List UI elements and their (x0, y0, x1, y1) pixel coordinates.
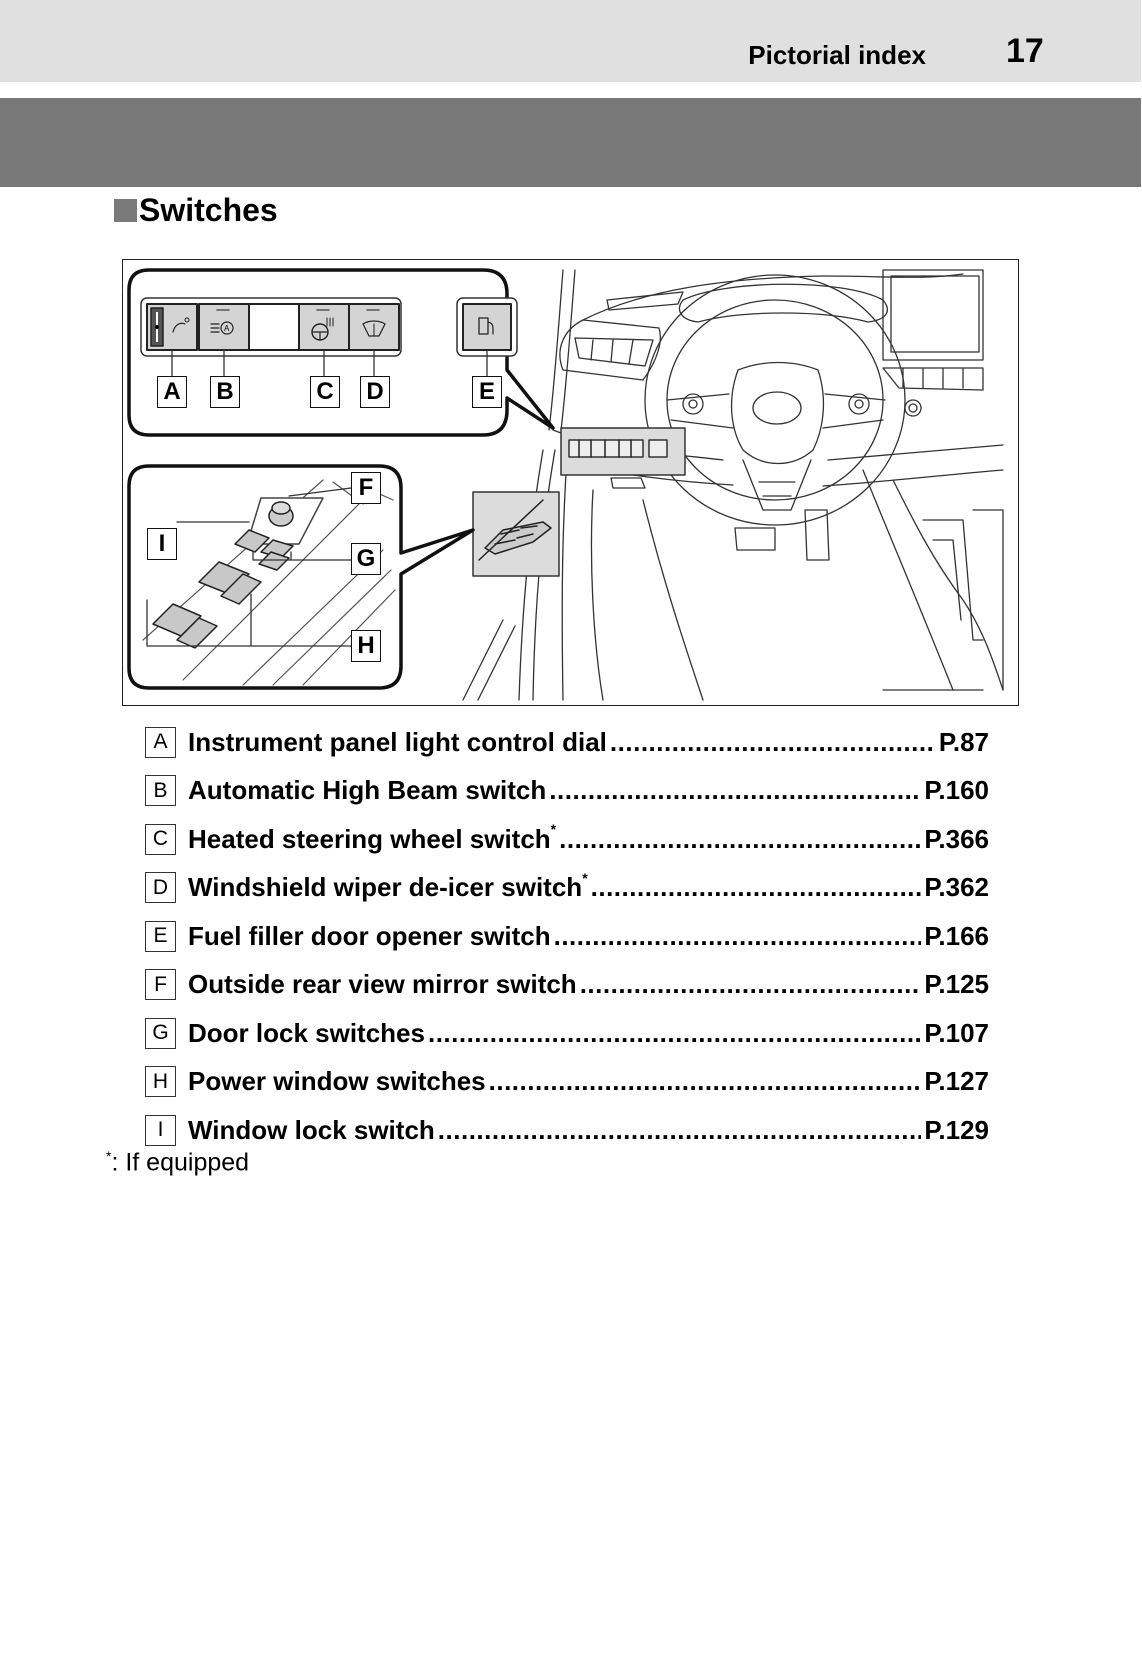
leader-dots (610, 727, 936, 758)
dashboard-drawing: A (127, 268, 1004, 701)
door-switch-highlight (472, 491, 560, 577)
page-reference-link[interactable]: P.125 (924, 969, 989, 1000)
callout-a: A (157, 376, 187, 408)
if-equipped-asterisk: * (582, 869, 588, 886)
item-key-badge: D (145, 872, 176, 904)
item-label: Outside rear view mirror switch (188, 969, 577, 1000)
chapter-band (0, 98, 1141, 187)
section-header-title: Pictorial index (748, 40, 926, 70)
callout-d: D (360, 376, 390, 408)
section-heading-text: Switches (139, 192, 278, 228)
footnote: *: If equipped (106, 1148, 249, 1177)
page-reference-link[interactable]: P.166 (924, 920, 989, 951)
header-band (0, 0, 1141, 82)
leader-dots (591, 872, 922, 903)
item-label: Door lock switches (188, 1017, 425, 1048)
section-heading: Switches (114, 192, 278, 229)
dash-switch-highlight (560, 427, 686, 476)
square-bullet-icon (114, 199, 137, 222)
list-item[interactable]: B Automatic High Beam switch P.160 (145, 767, 989, 816)
item-key-badge: C (145, 823, 176, 855)
page-reference-link[interactable]: P.87 (938, 726, 989, 757)
page-reference-link[interactable]: P.366 (924, 823, 989, 854)
dashboard-illustration: A (122, 259, 1019, 706)
item-label-text: Windshield wiper de-icer switch (188, 872, 583, 903)
callout-h: H (351, 630, 381, 662)
leader-dots (559, 824, 921, 855)
list-item[interactable]: H Power window switches P.127 (145, 1058, 989, 1107)
list-item[interactable]: G Door lock switches P.107 (145, 1009, 989, 1058)
leader-dots (438, 1115, 922, 1146)
item-key-badge: F (145, 969, 176, 1001)
if-equipped-asterisk: * (550, 821, 557, 838)
callout-e: E (472, 376, 502, 408)
page-reference-link[interactable]: P.129 (924, 1114, 989, 1145)
list-item[interactable]: C Heated steering wheel switch* P.366 (145, 815, 989, 864)
page-number: 17 (1006, 32, 1044, 70)
upper-callout-bubble: A (127, 268, 555, 437)
item-label-text: Heated steering wheel switch (188, 823, 551, 854)
list-item[interactable]: E Fuel filler door opener switch P.166 (145, 912, 989, 961)
callout-b: B (210, 376, 240, 408)
item-key-badge: B (145, 775, 176, 807)
item-label: Heated steering wheel switch* (188, 821, 557, 855)
leader-dots (580, 969, 922, 1000)
page-reference-link[interactable]: P.160 (924, 775, 989, 806)
leader-dots (549, 775, 921, 806)
callout-g: G (351, 543, 381, 575)
item-label: Windshield wiper de-icer switch* (188, 869, 588, 903)
footnote-asterisk: * (106, 1148, 112, 1164)
page-reference-link[interactable]: P.362 (924, 872, 989, 903)
dashboard-line-art (462, 269, 1004, 701)
leader-dots (428, 1018, 921, 1049)
callout-f: F (351, 472, 381, 504)
item-label: Fuel filler door opener switch (188, 920, 551, 951)
item-key-badge: G (145, 1017, 176, 1049)
page-reference-link[interactable]: P.127 (924, 1066, 989, 1097)
item-label: Instrument panel light control dial (188, 726, 607, 757)
footnote-text: : If equipped (111, 1148, 250, 1177)
lower-callout-bubble (127, 464, 475, 690)
list-item[interactable]: I Window lock switch P.129 (145, 1106, 989, 1155)
leader-dots (489, 1066, 922, 1097)
item-label: Power window switches (188, 1066, 486, 1097)
switch-index-list: A Instrument panel light control dial P.… (145, 718, 989, 1155)
item-label: Window lock switch (188, 1114, 435, 1145)
page-reference-link[interactable]: P.107 (924, 1017, 989, 1048)
item-key-badge: I (145, 1114, 176, 1146)
item-label: Automatic High Beam switch (188, 775, 547, 806)
callout-c: C (310, 376, 340, 408)
list-item[interactable]: A Instrument panel light control dial P.… (145, 718, 989, 767)
callout-i: I (147, 528, 177, 560)
svg-text:A: A (224, 324, 230, 333)
item-key-badge: A (145, 726, 176, 758)
leader-dots (554, 921, 922, 952)
list-item[interactable]: F Outside rear view mirror switch P.125 (145, 961, 989, 1010)
item-key-badge: H (145, 1066, 176, 1098)
list-item[interactable]: D Windshield wiper de-icer switch* P.362 (145, 864, 989, 913)
item-key-badge: E (145, 920, 176, 952)
